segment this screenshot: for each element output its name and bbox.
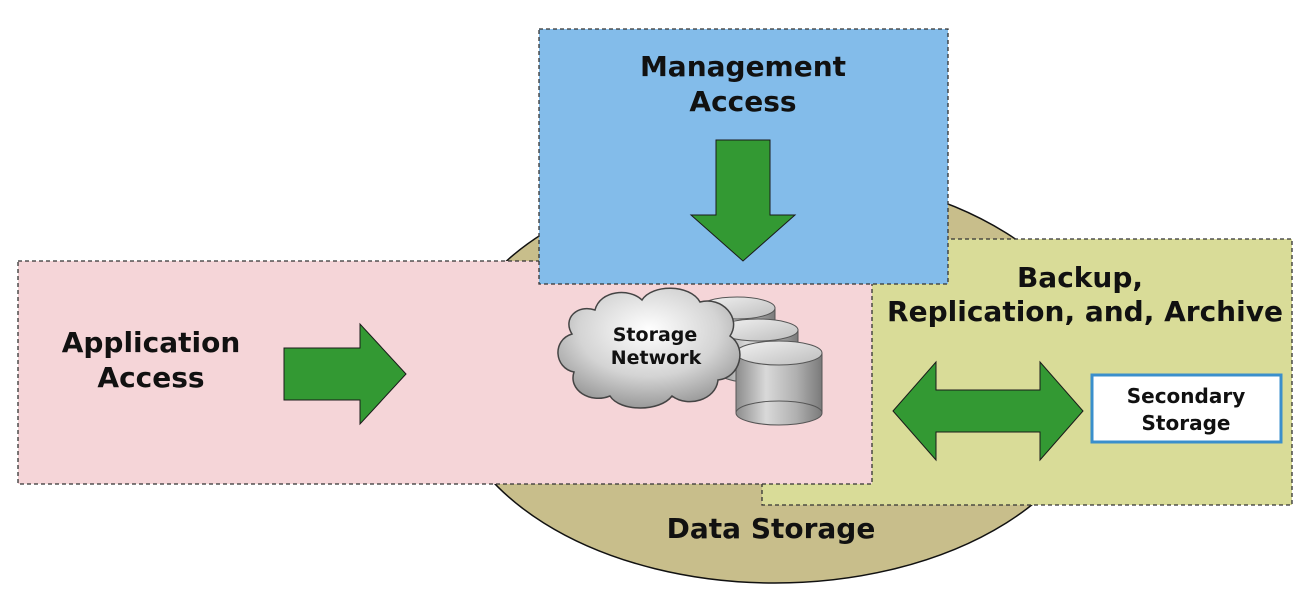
secondary-storage-line2: Storage (1142, 411, 1231, 435)
secondary-storage-box (1090, 373, 1283, 444)
storage-network-line1: Storage (613, 324, 698, 346)
secondary-storage-line1: Secondary (1127, 384, 1246, 408)
backup-title-line1: Backup, (1017, 261, 1143, 294)
application-title-line1: Application (62, 326, 241, 359)
management-title-line1: Management (640, 50, 846, 83)
double-arrow-icon (892, 360, 1084, 462)
storage-network-line2: Network (611, 347, 702, 369)
cloud-icon (557, 287, 741, 409)
arrow-down-icon (689, 139, 797, 262)
application-title-line2: Access (97, 361, 204, 394)
data-storage-label: Data Storage (667, 512, 876, 545)
management-title-line2: Access (689, 85, 796, 118)
backup-title-line2: Replication, and, Archive (887, 295, 1283, 328)
arrow-right-icon (283, 322, 407, 426)
